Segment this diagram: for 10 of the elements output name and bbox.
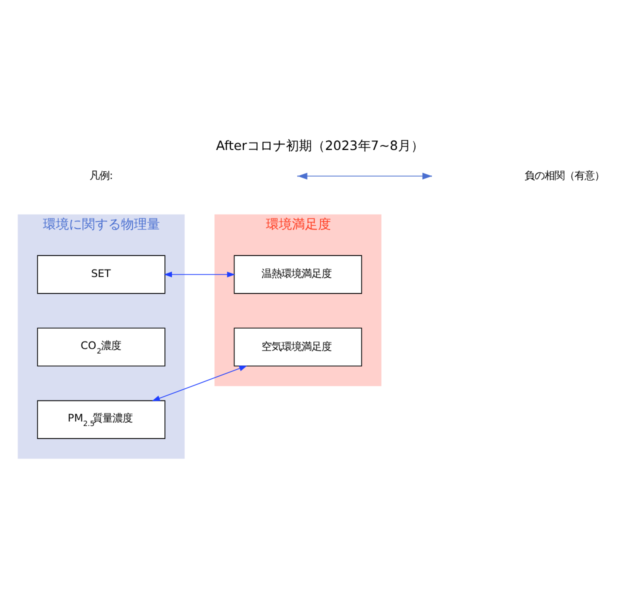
node-box: 空気環境満足度 bbox=[234, 328, 362, 366]
node-box: SET bbox=[37, 255, 166, 294]
legend-label: 負の相関（有意） bbox=[524, 170, 605, 182]
arrow bbox=[164, 272, 236, 278]
diagram-title: Afterコロナ初期（2023年7~8月） bbox=[216, 138, 424, 154]
label: 凡例: bbox=[89, 170, 113, 182]
node-box: CO$_{2}$濃度 bbox=[37, 328, 166, 366]
node-box: PM$_{2.5}$質量濃度 bbox=[37, 400, 166, 439]
node-box: 温熱環境満足度 bbox=[234, 255, 362, 294]
arrow bbox=[152, 366, 248, 402]
